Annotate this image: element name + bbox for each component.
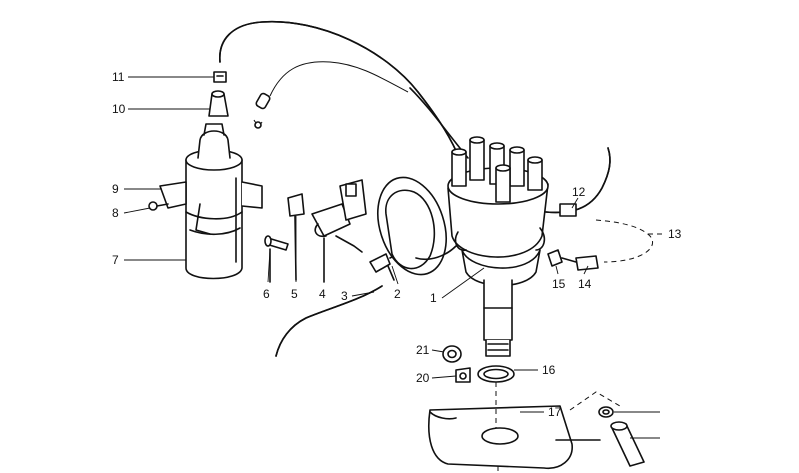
callout-16: 16 xyxy=(542,363,556,377)
callout-15: 15 xyxy=(552,277,566,291)
coil-tower-cap xyxy=(208,90,229,117)
vacuum-hose xyxy=(275,285,383,357)
callout-9: 9 xyxy=(112,182,119,196)
callout-20: 20 xyxy=(416,371,430,385)
callout-21: 21 xyxy=(416,343,430,357)
washer xyxy=(455,367,471,383)
callout-6: 6 xyxy=(263,287,270,301)
wire-dashed xyxy=(595,219,653,263)
callout-12: 12 xyxy=(572,185,586,199)
callout-13: 13 xyxy=(668,227,682,241)
callout-11: 11 xyxy=(112,70,125,84)
ht-cable-main xyxy=(219,20,469,161)
callout-4: 4 xyxy=(319,287,326,301)
callout-17: 17 xyxy=(548,405,562,419)
condenser-bracket xyxy=(311,179,367,283)
seal-ring xyxy=(477,365,515,383)
nut xyxy=(442,345,462,363)
coil-bracket xyxy=(148,181,263,235)
clamp-plate xyxy=(428,382,621,473)
low-tension-wire xyxy=(253,61,409,129)
callout-7: 7 xyxy=(112,253,119,267)
bolt xyxy=(598,406,645,467)
callout-2: 2 xyxy=(394,287,401,301)
screw xyxy=(264,235,289,283)
leader-lines xyxy=(123,76,664,439)
callout-5: 5 xyxy=(291,287,298,301)
terminal xyxy=(547,249,599,271)
callout-labels: 11 10 9 8 7 6 5 4 3 2 1 12 13 14 15 16 1… xyxy=(112,70,682,419)
ignition-coil xyxy=(185,123,243,280)
adjusting-screw xyxy=(369,249,407,281)
cable-boot xyxy=(213,71,227,83)
callout-3: 3 xyxy=(341,289,348,303)
callout-8: 8 xyxy=(112,206,119,220)
callout-10: 10 xyxy=(112,102,126,116)
coil-wire xyxy=(545,147,611,217)
callout-1: 1 xyxy=(430,291,437,305)
vacuum-unit xyxy=(377,176,457,276)
callout-14: 14 xyxy=(578,277,592,291)
distributor xyxy=(447,136,549,357)
